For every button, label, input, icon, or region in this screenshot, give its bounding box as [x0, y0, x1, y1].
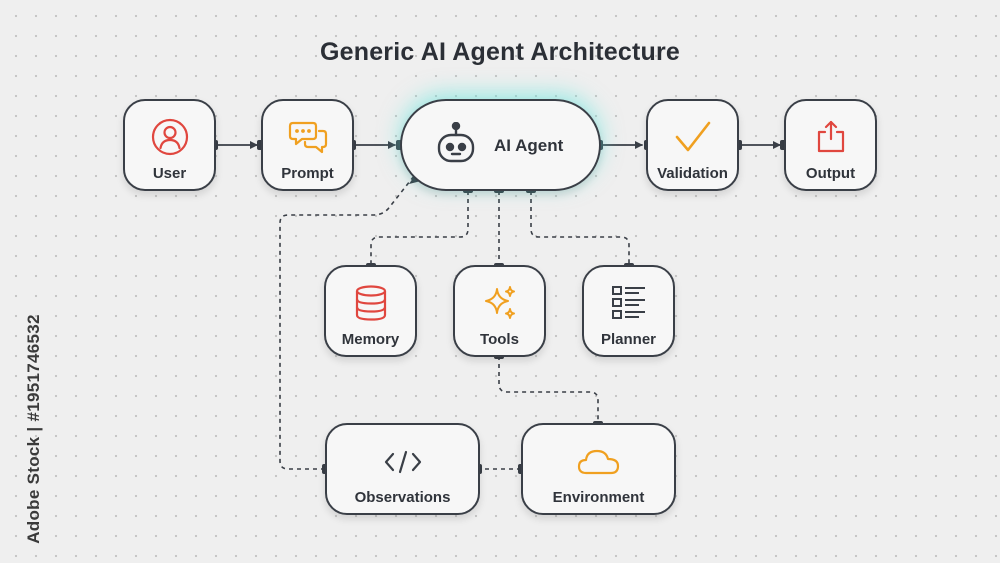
- edge-observations-agent: [279, 175, 415, 470]
- planner-node: Planner: [582, 265, 675, 357]
- prompt-label: Prompt: [281, 165, 334, 182]
- robot-icon: [436, 121, 476, 171]
- database-icon: [351, 283, 391, 328]
- ai-agent-label: AI Agent: [494, 136, 564, 155]
- checklist-icon: [609, 283, 649, 328]
- ai-agent-node: AI Agent: [400, 99, 601, 191]
- user-node: User: [123, 99, 216, 191]
- observations-node: Observations: [325, 423, 480, 515]
- environment-node: Environment: [521, 423, 676, 515]
- observations-label: Observations: [354, 489, 451, 506]
- environment-label: Environment: [552, 489, 645, 506]
- user-label: User: [152, 165, 187, 182]
- checkmark-icon: [673, 117, 713, 162]
- planner-label: Planner: [600, 331, 657, 348]
- watermark-label: Adobe Stock | #1951746532: [24, 314, 43, 544]
- validation-node: Validation: [646, 99, 739, 191]
- user-circle-icon: [150, 117, 190, 162]
- edge-agent-memory: [370, 191, 469, 265]
- sparkles-icon: [480, 283, 520, 328]
- tools-label: Tools: [480, 331, 519, 348]
- edge-agent-planner: [530, 191, 630, 265]
- validation-label: Validation: [657, 165, 728, 182]
- cloud-icon: [577, 447, 621, 482]
- output-node: Output: [784, 99, 877, 191]
- tools-node: Tools: [453, 265, 546, 357]
- memory-label: Memory: [341, 331, 400, 348]
- chat-bubbles-icon: [288, 117, 328, 162]
- export-icon: [811, 117, 851, 162]
- watermark-text: Adobe Stock | #1951746532: [24, 314, 44, 544]
- output-label: Output: [805, 165, 856, 182]
- diagram-title: Generic AI Agent Architecture: [319, 38, 681, 66]
- prompt-node: Prompt: [261, 99, 354, 191]
- memory-node: Memory: [324, 265, 417, 357]
- code-icon: [383, 447, 423, 482]
- edge-tools-environment: [498, 356, 599, 423]
